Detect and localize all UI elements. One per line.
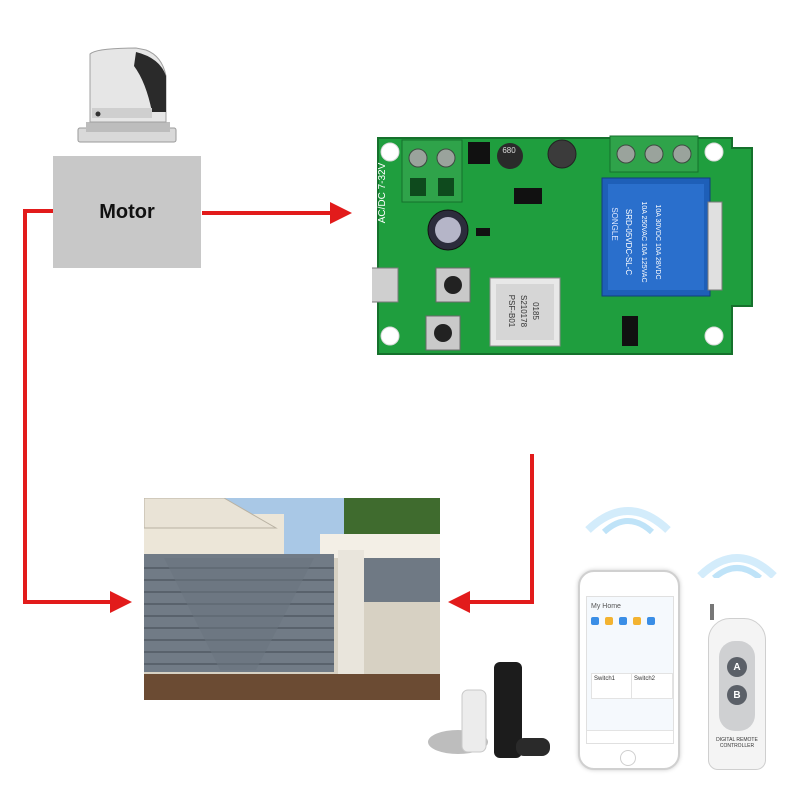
sliding-gate-photo [144, 498, 440, 700]
smartphone-icon: My Home Switch1 Switch2 [578, 570, 680, 770]
rf-remote-icon: A B DIGITAL REMOTE CONTROLLER [708, 618, 766, 770]
wifi-module-label-1: PSF-B01 [507, 294, 516, 328]
remote-button-a[interactable]: A [727, 657, 747, 677]
smart-speaker-icon [428, 662, 550, 758]
motor-box: Motor [53, 156, 201, 268]
arrowhead-gate-right [448, 591, 470, 613]
capacitor-label: 680 [502, 146, 516, 155]
relay-board [372, 135, 753, 355]
relay-rating-2: 10A 30VDC 10A 28VDC [654, 204, 661, 280]
wifi-signal-icon-2 [697, 554, 777, 578]
device-card-2[interactable]: Switch2 [631, 673, 673, 699]
relay-model: SRD-05VDC-SL-C [624, 208, 633, 276]
phone-screen: My Home Switch1 Switch2 [586, 596, 674, 744]
remote-button-b[interactable]: B [727, 685, 747, 705]
app-icon-row [591, 617, 669, 627]
app-header: My Home [591, 603, 621, 610]
motor-label: Motor [99, 200, 155, 223]
pcb-input-label: AC/DC 7-32V [377, 162, 388, 224]
device-card-1[interactable]: Switch1 [591, 673, 633, 699]
arrow-board-to-gate [468, 454, 534, 604]
relay-rating-1: 10A 250VAC 10A 125VAC [640, 201, 647, 283]
app-tab-bar [587, 730, 673, 743]
wifi-module-label-2: S210178 [519, 294, 528, 328]
remote-antenna [710, 604, 714, 620]
gate-motor-icon [77, 47, 177, 143]
arrow-motor-to-gate [23, 209, 112, 604]
arrowhead-gate-left [110, 591, 132, 613]
relay-brand: SONGLE [610, 207, 619, 241]
remote-brand: DIGITAL REMOTE CONTROLLER [716, 737, 758, 749]
wifi-module-label-3: 0185 [531, 302, 540, 320]
arrowhead-board [330, 202, 352, 224]
home-button [620, 750, 636, 766]
wifi-signal-icon [585, 507, 671, 534]
